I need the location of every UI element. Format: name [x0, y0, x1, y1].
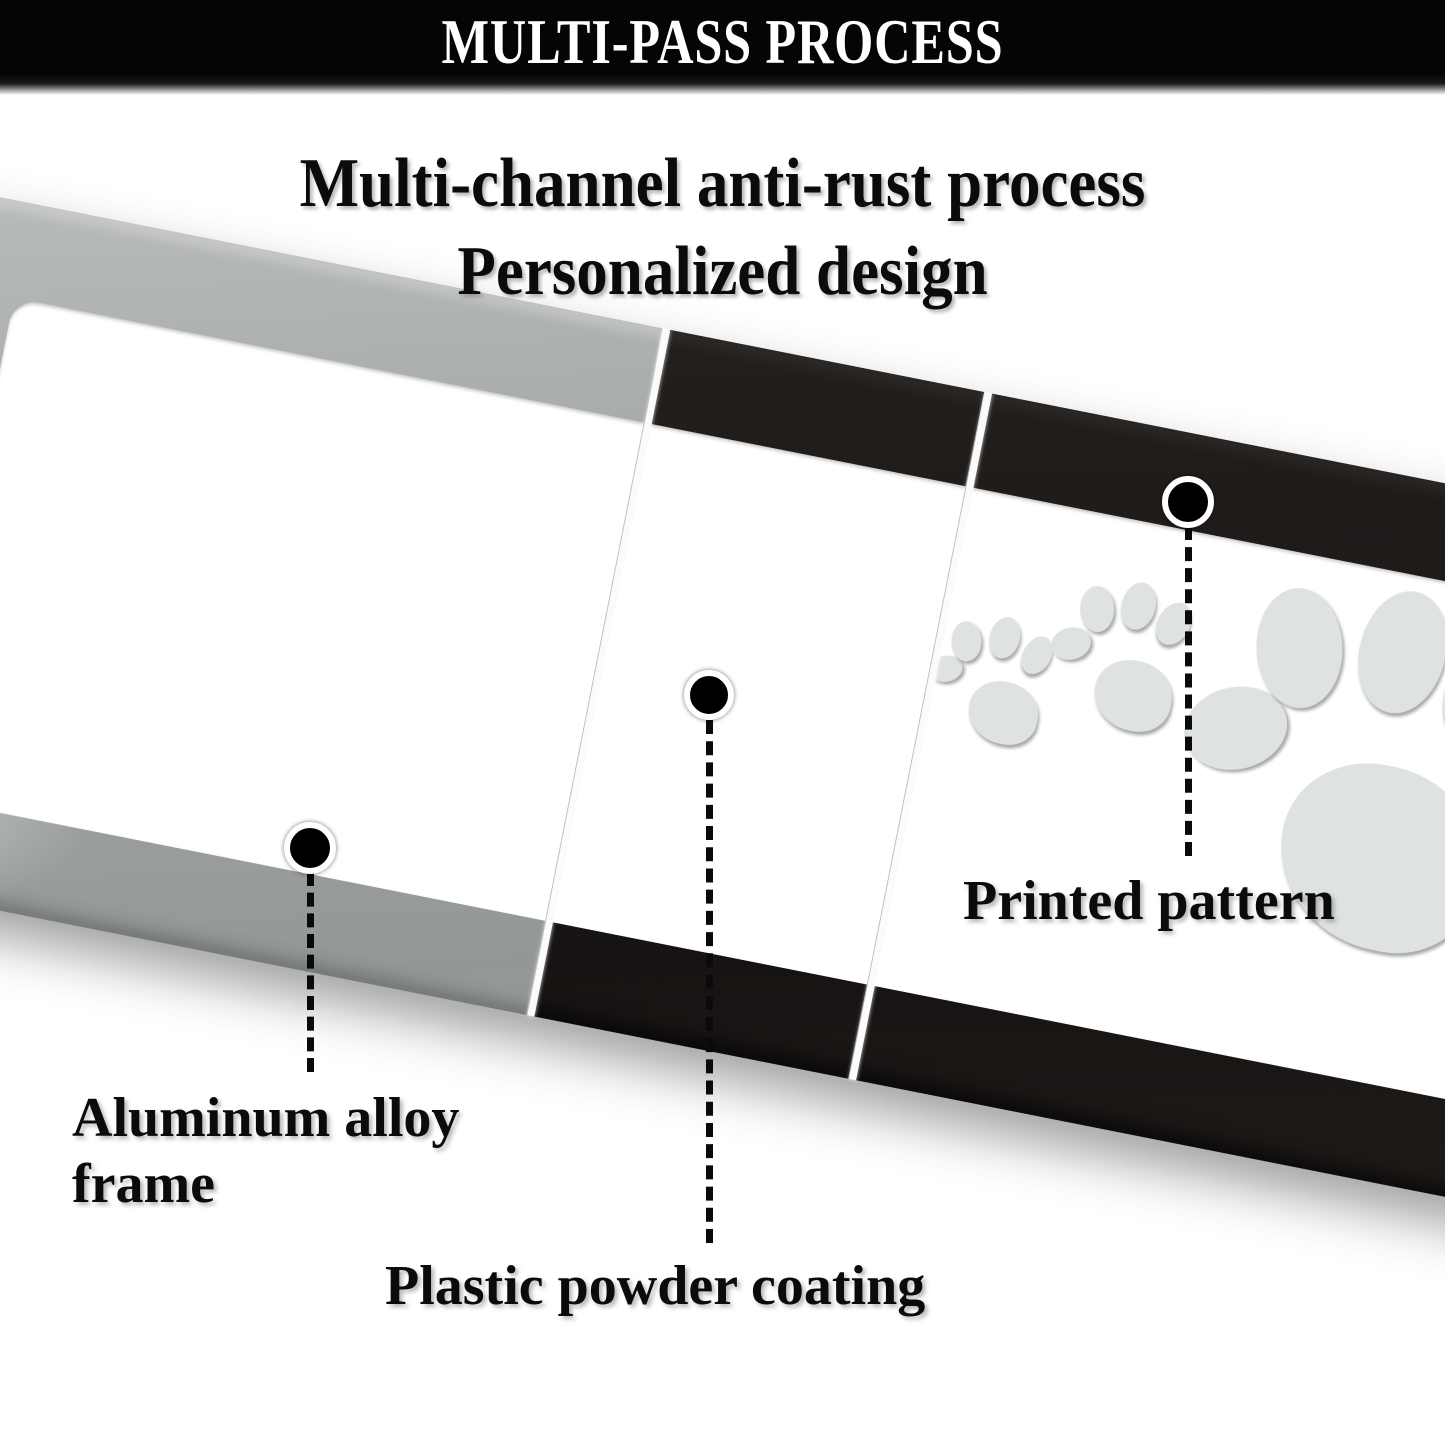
callout-label-printed-pattern: Printed pattern	[963, 868, 1335, 934]
leader-line-aluminum	[307, 872, 314, 1072]
callout-label-aluminum-line1: Aluminum alloy	[72, 1087, 460, 1149]
headline-line-1: Multi-channel anti-rust process	[299, 145, 1146, 222]
leader-line-coating	[706, 720, 713, 1243]
title-banner: MULTI-PASS PROCESS	[0, 0, 1445, 95]
license-plate-frame	[0, 184, 1445, 1421]
callout-label-coating: Plastic powder coating	[385, 1253, 925, 1319]
callout-marker-coating[interactable]	[684, 670, 734, 720]
paw-print-icon	[1037, 567, 1199, 740]
callout-label-coating-line1: Plastic powder coating	[385, 1255, 926, 1317]
callout-label-aluminum: Aluminum alloy frame	[72, 1085, 459, 1217]
callout-marker-printed-pattern[interactable]	[1162, 476, 1214, 528]
banner-title: MULTI-PASS PROCESS	[441, 7, 1004, 77]
callout-label-aluminum-line2: frame	[72, 1153, 216, 1215]
leader-line-printed-pattern	[1185, 526, 1192, 856]
callout-marker-aluminum[interactable]	[284, 822, 336, 874]
callout-label-printed-pattern-line1: Printed pattern	[963, 870, 1335, 932]
banner-gradient-fade	[0, 74, 1445, 95]
